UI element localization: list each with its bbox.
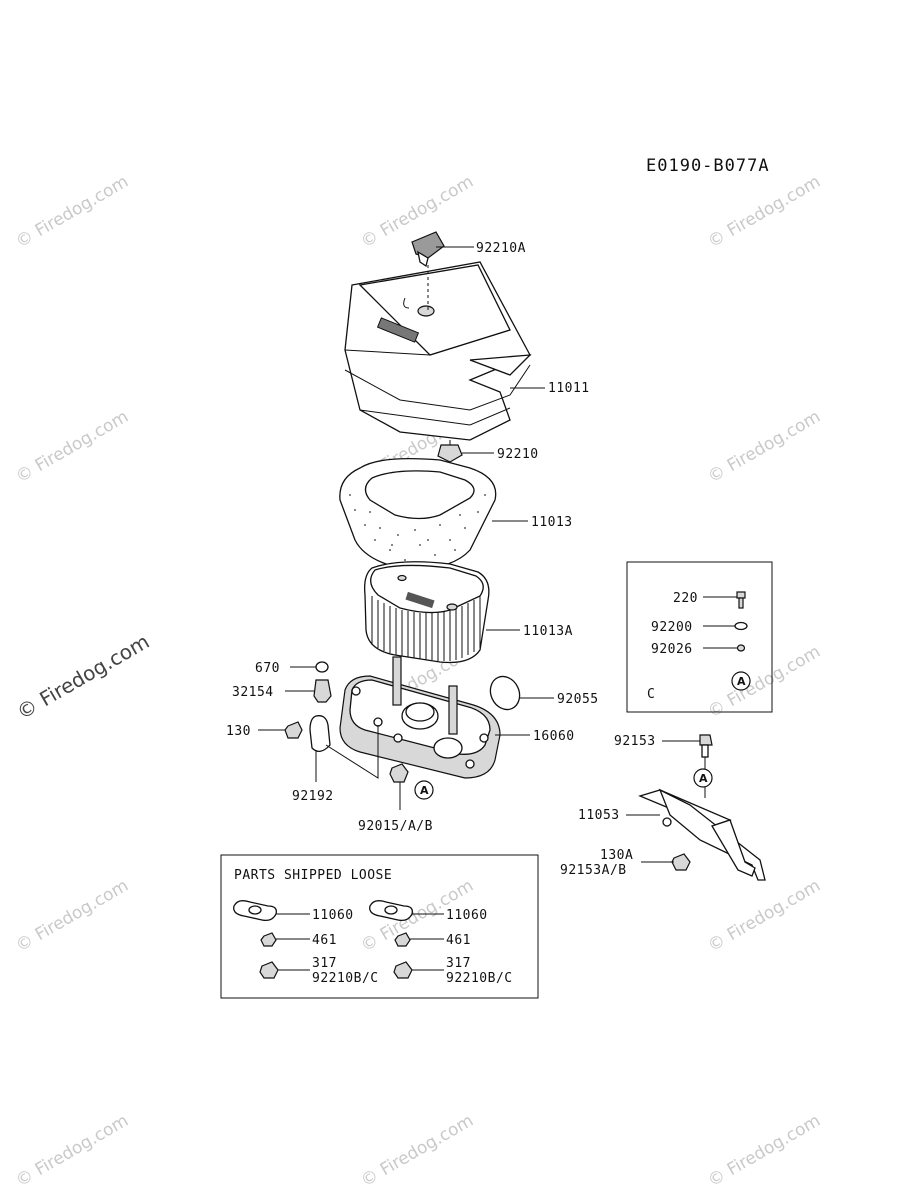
label-130A: 130A xyxy=(600,848,633,863)
watermark: © Firedog.com xyxy=(13,1111,132,1192)
watermark: © Firedog.com xyxy=(13,172,132,253)
loose-parts-left xyxy=(233,900,279,979)
label-317-left: 317 xyxy=(312,956,337,971)
watermark: © Firedog.com xyxy=(705,642,824,723)
air-cleaner-cover xyxy=(344,261,532,441)
label-11013A: 11013A xyxy=(523,624,573,639)
label-220: 220 xyxy=(673,591,698,606)
watermark: © Firedog.com xyxy=(358,1111,477,1192)
loose-parts-title: PARTS SHIPPED LOOSE xyxy=(234,868,392,883)
label-461-left: 461 xyxy=(312,933,337,948)
o-ring xyxy=(489,675,521,711)
label-92015: 92015/A/B xyxy=(358,819,433,834)
pre-cleaner-foam xyxy=(339,457,497,570)
label-92210: 92210 xyxy=(497,447,539,462)
paper-element xyxy=(364,561,490,664)
inset-c-parts xyxy=(734,591,748,652)
label-32154: 32154 xyxy=(232,685,274,700)
label-92153AB: 92153A/B xyxy=(560,863,627,878)
ref-marker-a xyxy=(731,671,751,691)
ref-marker-a xyxy=(693,768,713,788)
label-92210A: 92210A xyxy=(476,241,526,256)
watermark: © Firedog.com xyxy=(13,876,132,957)
label-461-right: 461 xyxy=(446,933,471,948)
ref-marker-a-label: A xyxy=(699,772,708,785)
label-92210BC-left: 92210B/C xyxy=(312,971,379,986)
label-11011: 11011 xyxy=(548,381,590,396)
label-670: 670 xyxy=(255,661,280,676)
loose-parts-right xyxy=(369,900,413,979)
inset-c-box xyxy=(626,561,773,713)
loose-parts-box xyxy=(220,854,539,999)
label-16060: 16060 xyxy=(533,729,575,744)
label-130: 130 xyxy=(226,724,251,739)
label-92200: 92200 xyxy=(651,620,693,635)
nut-92015 xyxy=(389,763,409,783)
label-92192: 92192 xyxy=(292,789,334,804)
label-317-right: 317 xyxy=(446,956,471,971)
label-92210BC-right: 92210B/C xyxy=(446,971,513,986)
ref-marker-a xyxy=(414,780,434,800)
watermark: © Firedog.com xyxy=(705,407,824,488)
diagram-code: E0190-B077A xyxy=(646,156,770,176)
watermark-main: © Firedog.com xyxy=(13,629,154,724)
watermark: © Firedog.com xyxy=(705,172,824,253)
breather-parts xyxy=(284,661,332,752)
label-11053: 11053 xyxy=(578,808,620,823)
watermark: © Firedog.com xyxy=(705,876,824,957)
nut-92210 xyxy=(437,444,463,463)
label-11060-left: 11060 xyxy=(312,908,354,923)
watermark: © Firedog.com xyxy=(13,407,132,488)
wing-nut xyxy=(411,231,445,268)
inset-c-label: C xyxy=(647,687,655,702)
label-11013: 11013 xyxy=(531,515,573,530)
watermark: © Firedog.com xyxy=(705,1111,824,1192)
label-92026: 92026 xyxy=(651,642,693,657)
label-11060-right: 11060 xyxy=(446,908,488,923)
label-92153: 92153 xyxy=(614,734,656,749)
base-plate xyxy=(339,656,501,779)
ref-marker-a-label: A xyxy=(420,784,429,797)
bracket xyxy=(638,734,766,881)
label-92055: 92055 xyxy=(557,692,599,707)
ref-marker-a-label: A xyxy=(737,675,746,688)
